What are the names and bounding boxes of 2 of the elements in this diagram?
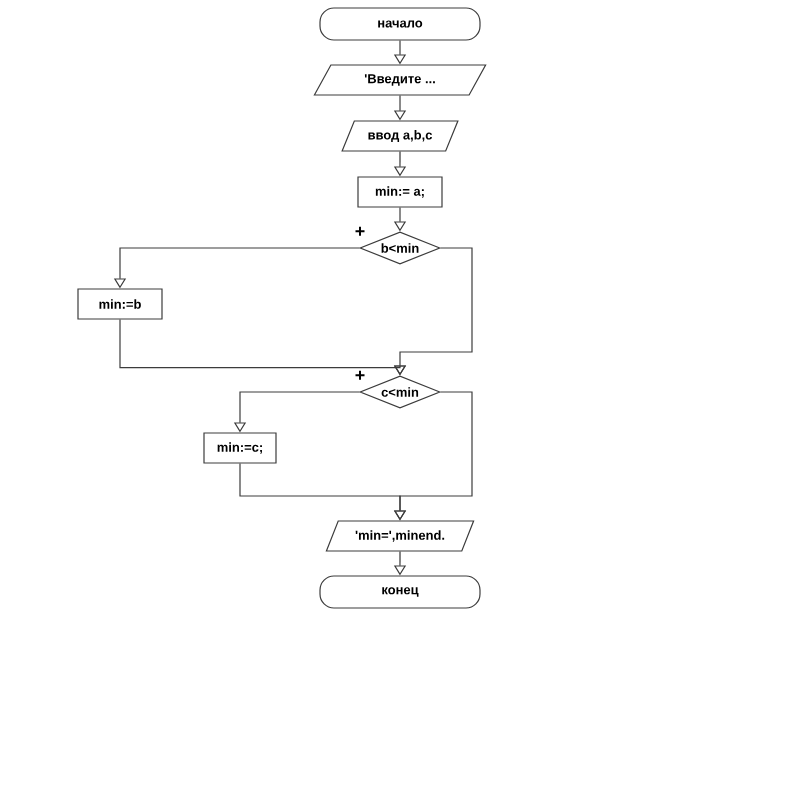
edge-label: +	[353, 369, 367, 383]
edge-label: +	[353, 225, 367, 239]
